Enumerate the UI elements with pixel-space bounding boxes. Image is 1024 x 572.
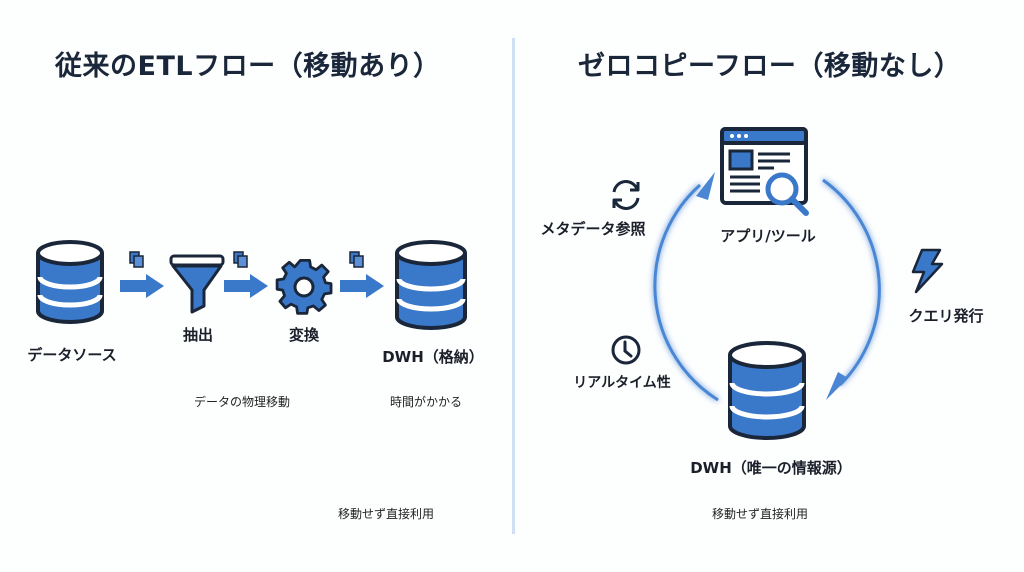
data-source-database-icon xyxy=(36,240,104,324)
left-panel-title: 従来のETLフロー（移動あり） xyxy=(55,51,441,82)
metadata-arrowhead xyxy=(696,172,715,200)
panel-divider xyxy=(512,38,515,534)
extract-label: 抽出 xyxy=(182,326,213,344)
magnifier-icon xyxy=(765,172,809,216)
app-tool-icon xyxy=(720,127,809,216)
app-tool-label: アプリ/ツール xyxy=(720,227,816,245)
direct-use-note-left: 移動せず直接利用 xyxy=(338,507,435,521)
gear-icon xyxy=(275,258,333,315)
time-cost-note: 時間がかかる xyxy=(390,395,463,409)
physical-move-note: データの物理移動 xyxy=(194,395,291,409)
funnel-icon xyxy=(169,254,225,314)
flow-arrow-3 xyxy=(340,251,384,298)
document-icon xyxy=(129,251,144,268)
refresh-icon xyxy=(612,180,640,210)
right-panel-title: ゼロコピーフロー（移動なし） xyxy=(578,51,962,82)
metadata-arc xyxy=(653,183,719,402)
data-source-label: データソース xyxy=(27,346,117,364)
query-arc xyxy=(822,178,881,387)
single-source-dwh-label: DWH（唯一の情報源） xyxy=(690,459,852,477)
single-source-dwh-icon xyxy=(728,341,806,440)
clock-icon xyxy=(611,335,641,365)
dwh-database-icon xyxy=(395,240,467,330)
direct-use-note-right: 移動せず直接利用 xyxy=(712,507,809,521)
transform-label: 変換 xyxy=(288,326,319,344)
query-label: クエリ発行 xyxy=(908,307,984,325)
dwh-storage-label: DWH（格納） xyxy=(382,348,484,366)
flow-arrow-2 xyxy=(224,251,268,298)
document-icon xyxy=(233,251,248,268)
metadata-label: メタデータ参照 xyxy=(540,220,646,238)
realtime-label: リアルタイム性 xyxy=(573,375,671,391)
flow-arrow-1 xyxy=(120,251,164,298)
lightning-icon xyxy=(911,248,944,294)
document-icon xyxy=(349,251,364,268)
query-arrowhead xyxy=(826,372,848,400)
